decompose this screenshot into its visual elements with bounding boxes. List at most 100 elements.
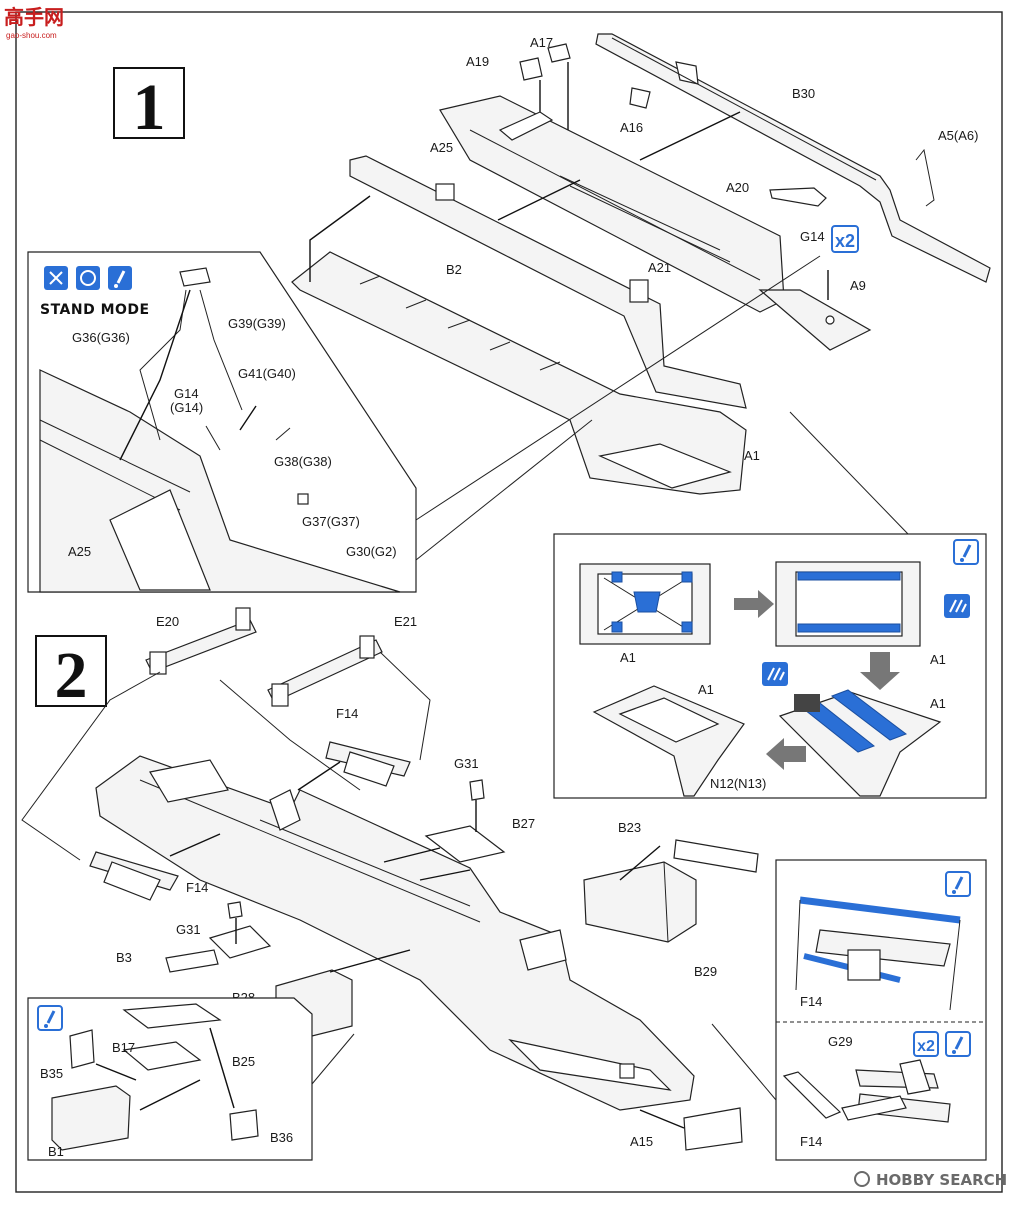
step-1-box	[113, 67, 185, 139]
label-a20: A20	[726, 180, 749, 195]
step-1: 1	[27, 33, 991, 799]
label-a21: A21	[648, 260, 671, 275]
label-b27: B27	[512, 816, 535, 831]
part-b29	[583, 861, 697, 943]
part-chassis-step2	[95, 755, 695, 1111]
label-g14-stand-alt: (G14)	[170, 400, 203, 415]
label-f14-top: F14	[336, 706, 358, 721]
leader-e20-b	[219, 679, 361, 791]
arrow-storage	[329, 949, 411, 973]
spring-top-view	[795, 896, 961, 1011]
part-g38	[275, 427, 291, 441]
label-g39: G39(G39)	[228, 316, 286, 331]
part-g41	[199, 289, 243, 411]
label-a25: A25	[430, 140, 453, 155]
part-chassis-frame	[291, 251, 747, 495]
arrow-f14	[297, 761, 341, 791]
label-a19: A19	[466, 54, 489, 69]
a1-detail-inset: A1 A1 A1 A1 N12(N13)	[553, 411, 987, 799]
leader-e20	[21, 671, 161, 861]
x2-text: x2	[835, 231, 855, 251]
a1-view-2	[775, 561, 921, 647]
part-g31-bottom	[227, 901, 243, 919]
part-b2	[349, 155, 747, 409]
label-b30: B30	[792, 86, 815, 101]
part-a19	[519, 57, 543, 81]
arrow-b35	[95, 1063, 137, 1081]
part-a5	[915, 148, 935, 207]
label-b25: B25	[232, 1054, 255, 1069]
label-g14: G14	[800, 229, 825, 244]
part-a9	[825, 315, 835, 325]
part-floor-plate	[758, 289, 872, 351]
attention-icon	[108, 266, 132, 290]
label-b36: B36	[270, 1130, 293, 1145]
arrow-b27	[383, 847, 441, 863]
part-b30	[595, 33, 991, 283]
attention-icon	[945, 1031, 971, 1057]
label-e20: E20	[156, 614, 179, 629]
leader-e21	[379, 651, 431, 761]
label-g29: G29	[828, 1034, 853, 1049]
label-a16: A16	[620, 120, 643, 135]
arrow-detail-1	[734, 590, 774, 618]
label-a1-detail-1: A1	[620, 650, 636, 665]
part-f14-left	[89, 851, 179, 901]
part-a16	[629, 87, 651, 109]
label-g38: G38(G38)	[274, 454, 332, 469]
step-2-box	[35, 635, 107, 707]
label-g41: G41(G40)	[238, 366, 296, 381]
site-logo-url: gao-shou.com	[6, 31, 57, 40]
arrow-b27-b	[419, 869, 471, 881]
label-g14-stand: G14	[174, 386, 199, 401]
x2-text-spring: x2	[917, 1038, 935, 1055]
step-2: 2	[21, 607, 987, 1161]
box-parts-inset: B35 B17 B25 B1 B36	[27, 997, 355, 1161]
paint-icon	[944, 594, 970, 618]
label-a5: A5(A6)	[938, 128, 978, 143]
arrow-stand-g41	[239, 405, 257, 431]
label-a25-stand: A25	[68, 544, 91, 559]
glue-icon	[76, 266, 100, 290]
arrow-detail-2	[860, 652, 900, 690]
arrow-b30	[639, 111, 741, 161]
watermark: HOBBY SEARCH	[854, 1171, 1007, 1189]
part-b23	[673, 839, 759, 873]
arrow-detail-3	[766, 738, 806, 770]
label-a9: A9	[850, 278, 866, 293]
label-a1-detail-3: A1	[698, 682, 714, 697]
part-upper-deck	[439, 95, 785, 313]
label-b35: B35	[40, 1066, 63, 1081]
label-g31-bottom: G31	[176, 922, 201, 937]
label-b2: B2	[446, 262, 462, 277]
site-logo: 高手网 gao-shou.com	[4, 5, 64, 40]
arrow-b23	[619, 845, 661, 881]
site-logo-text: 高手网	[4, 5, 64, 29]
part-b28	[208, 925, 272, 959]
part-b17	[122, 1041, 202, 1071]
label-b29: B29	[694, 964, 717, 979]
attention-icon	[953, 539, 979, 565]
label-a15: A15	[630, 1134, 653, 1149]
attention-icon	[945, 871, 971, 897]
label-g37: G37(G37)	[302, 514, 360, 529]
label-n12: N12(N13)	[710, 776, 766, 791]
stand-mode-title: STAND MODE	[40, 302, 150, 318]
label-b1: B1	[48, 1144, 64, 1159]
watermark-logo-icon	[854, 1171, 870, 1187]
part-g31-top	[469, 779, 485, 801]
part-g39	[179, 267, 211, 287]
part-b36	[229, 1109, 259, 1141]
arrow-b2	[309, 195, 371, 282]
label-b17: B17	[112, 1040, 135, 1055]
a1-view-1	[579, 563, 711, 645]
step-2-number: 2	[55, 639, 88, 712]
label-f14-spring-top: F14	[800, 994, 822, 1009]
a1-view-3	[778, 689, 942, 797]
x2-icon: x2	[913, 1031, 939, 1057]
step-1-number: 1	[133, 71, 166, 144]
label-a1: A1	[744, 448, 760, 463]
page-border	[15, 11, 1003, 1193]
part-a15	[683, 1107, 743, 1151]
arrow-b25	[209, 1027, 235, 1109]
